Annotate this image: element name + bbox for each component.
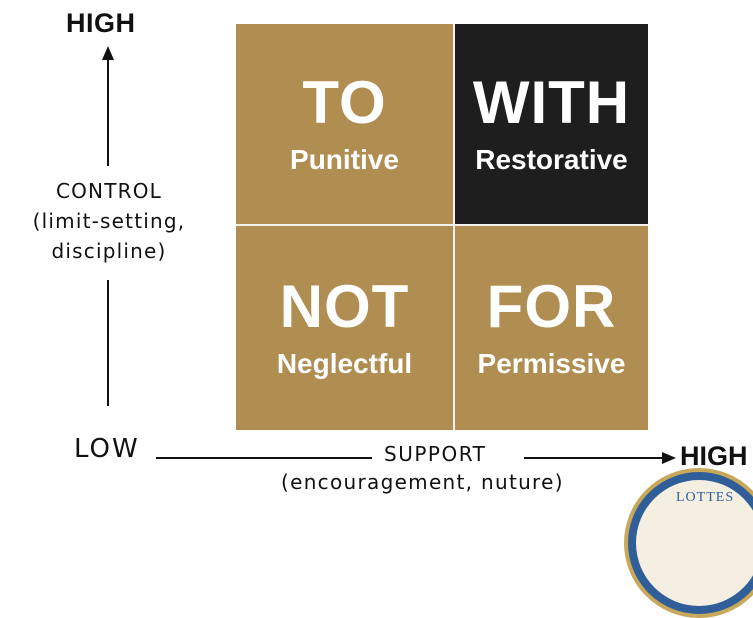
quadrant-not: NOT Neglectful [236, 226, 453, 430]
vertical-axis-subtitle-line1: (limit-setting, [32, 209, 186, 233]
quadrant-for-title: FOR [486, 273, 617, 340]
quadrant-to-subtitle: Punitive [290, 144, 399, 175]
quadrant-with: WITH Restorative [455, 24, 648, 224]
arrow-head-right [662, 452, 676, 464]
vertical-axis-label: CONTROL (limit-setting, discipline) [0, 176, 218, 266]
horizontal-axis-high-label: HIGH [680, 441, 748, 471]
quadrant-to: TO Punitive [236, 24, 453, 224]
vertical-axis-high-label: HIGH [66, 8, 136, 38]
quadrant-not-title: NOT [279, 273, 410, 340]
horizontal-axis-title: SUPPORT [384, 442, 487, 466]
vertical-axis-arrow [102, 46, 114, 406]
quadrant-for-subtitle: Permissive [477, 348, 626, 379]
quadrant-to-title: TO [302, 69, 387, 136]
quadrant-not-subtitle: Neglectful [276, 348, 413, 379]
vertical-axis-subtitle-line2: discipline) [51, 239, 167, 263]
arrow-head-up [102, 46, 114, 60]
quadrant-with-subtitle: Restorative [475, 144, 628, 175]
seal-text: LOTTES [676, 490, 735, 505]
quadrant-with-title: WITH [472, 69, 631, 136]
horizontal-axis-arrow [156, 452, 676, 464]
seal-logo: LOTTES [624, 468, 753, 618]
horizontal-axis-subtitle: (encouragement, nuture) [281, 470, 564, 494]
vertical-axis-title: CONTROL [55, 179, 163, 203]
quadrant-for: FOR Permissive [455, 226, 648, 430]
quadrant-grid: TO Punitive WITH Restorative NOT Neglect… [236, 24, 648, 430]
horizontal-axis-low-label: LOW [74, 434, 140, 464]
seal-inner: LOTTES [636, 480, 753, 606]
